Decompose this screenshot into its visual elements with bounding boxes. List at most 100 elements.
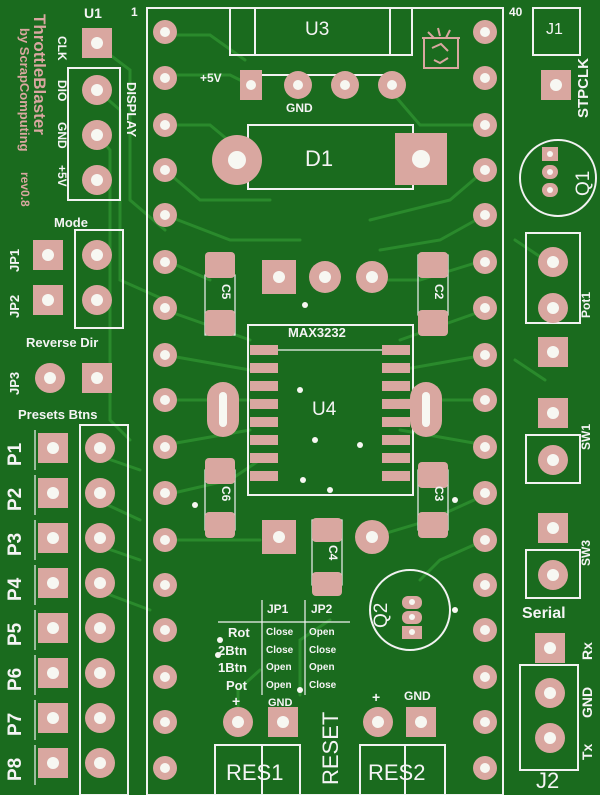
mode-table-col1: JP1	[267, 602, 289, 616]
mode-row-jp1-2btn: Close	[266, 645, 294, 656]
mode-row-name-2btn: 2Btn	[218, 643, 247, 658]
res2-outline	[359, 744, 446, 795]
presets-header: Presets Btns	[18, 407, 98, 422]
q1-outline	[519, 139, 597, 217]
u1-label: U1	[84, 5, 102, 21]
q1-pads	[542, 147, 558, 197]
u3-pads	[240, 70, 406, 100]
copper-traces	[95, 33, 547, 722]
preset-label-p4: P4	[5, 577, 26, 601]
d1-label: D1	[305, 146, 334, 171]
mode-row-jp1-1btn: Open	[266, 662, 292, 673]
preset-label-p5: P5	[5, 622, 26, 646]
j2-gnd-label: GND	[579, 686, 595, 718]
d1-pads	[212, 133, 447, 185]
jumper-pads	[33, 240, 112, 393]
j1-label: J1	[546, 21, 563, 38]
header-pins-right	[473, 20, 497, 780]
q2-label: Q2	[371, 602, 392, 628]
mode-jumper-outline	[74, 229, 124, 329]
u3-gnd-label: GND	[286, 101, 313, 115]
preset-label-p1: P1	[5, 442, 26, 466]
mode-table-col2: JP2	[311, 602, 333, 616]
sw1-label: SW1	[579, 423, 593, 450]
presets-outline	[79, 424, 129, 795]
board-revision: rev0.8	[18, 172, 32, 207]
q1-label: Q1	[573, 170, 594, 196]
mode-row-jp2-2btn: Close	[309, 645, 337, 656]
regulator-pads	[262, 260, 388, 294]
jp1-label: JP1	[7, 248, 22, 272]
jp3-label: JP3	[7, 371, 22, 395]
header-pins-left	[153, 20, 177, 780]
mode-table-lines	[218, 600, 350, 695]
c2-label: C2	[432, 284, 446, 300]
preset-label-p6: P6	[5, 667, 26, 691]
display-pin-5v: +5V	[55, 165, 69, 187]
c6-label: C6	[219, 486, 233, 502]
preset-label-p2: P2	[5, 487, 26, 511]
sw1-outline	[525, 434, 581, 484]
res-pads	[223, 707, 436, 737]
pin40-label: 40	[509, 5, 523, 19]
sw3-label: SW3	[579, 539, 593, 566]
vias	[192, 302, 458, 693]
stpclk-label: STPCLK	[575, 58, 592, 118]
j1-outline	[532, 7, 581, 56]
j2-label: J2	[536, 768, 560, 793]
u1-pads	[82, 28, 112, 195]
recycle-logo-icon	[422, 27, 460, 69]
pot1-label: Pot1	[579, 291, 593, 318]
board-author: by ScrapComputing	[17, 28, 32, 152]
preset-pads	[38, 433, 115, 778]
res1-outline	[214, 744, 301, 795]
jp2-label: JP2	[7, 294, 22, 318]
j2-outline	[519, 664, 579, 771]
display-pin-dio: DIO	[55, 80, 69, 102]
display-pin-clk: CLK	[55, 36, 69, 61]
board-title: ThrottleBlaster	[30, 14, 49, 135]
u4-leads	[250, 345, 410, 481]
mode-row-jp2-pot: Close	[309, 680, 337, 691]
tx-label: Tx	[579, 743, 595, 760]
res1-gnd-label: GND	[268, 697, 293, 709]
c5-label: C5	[219, 284, 233, 300]
serial-label: Serial	[522, 605, 566, 622]
u4-oval-pads	[207, 382, 442, 437]
preset-label-p8: P8	[5, 757, 26, 781]
right-side-pads	[535, 70, 571, 753]
reverse-dir-label: Reverse Dir	[26, 335, 99, 350]
u3-label: U3	[305, 19, 330, 40]
mode-row-jp1-rot: Close	[266, 627, 294, 638]
preset-label-p3: P3	[5, 532, 26, 556]
reset-label: RESET	[318, 711, 343, 785]
res2-label: RES2	[368, 760, 426, 785]
ic-part-label: MAX3232	[288, 325, 346, 340]
mode-row-jp2-1btn: Open	[309, 662, 335, 673]
smd-cap-pads	[205, 252, 448, 596]
q2-pads	[402, 596, 422, 639]
preset-label-p7: P7	[5, 712, 26, 736]
mode-row-jp1-pot: Open	[266, 680, 292, 691]
mode-row-jp2-rot: Open	[309, 627, 335, 638]
mode-row-name-pot: Pot	[226, 678, 247, 693]
display-header-outline	[67, 67, 121, 201]
mode-row-name-rot: Rot	[228, 625, 250, 640]
res1-plus-label: +	[232, 693, 241, 709]
sw3-outline	[525, 549, 581, 599]
c4-label: C4	[326, 545, 340, 561]
res1-label: RES1	[226, 760, 284, 785]
lower-center-pads	[262, 520, 389, 554]
c3-label: C3	[432, 486, 446, 502]
display-pin-gnd: GND	[55, 122, 69, 149]
pin1-label: 1	[131, 5, 138, 19]
res2-plus-label: +	[372, 689, 381, 705]
display-label: DISPLAY	[124, 82, 139, 138]
u4-label: U4	[312, 399, 337, 420]
mode-row-name-1btn: 1Btn	[218, 660, 247, 675]
q2-outline	[369, 569, 451, 651]
u3-5v-label: +5V	[200, 71, 222, 85]
u3-outline	[229, 7, 413, 56]
